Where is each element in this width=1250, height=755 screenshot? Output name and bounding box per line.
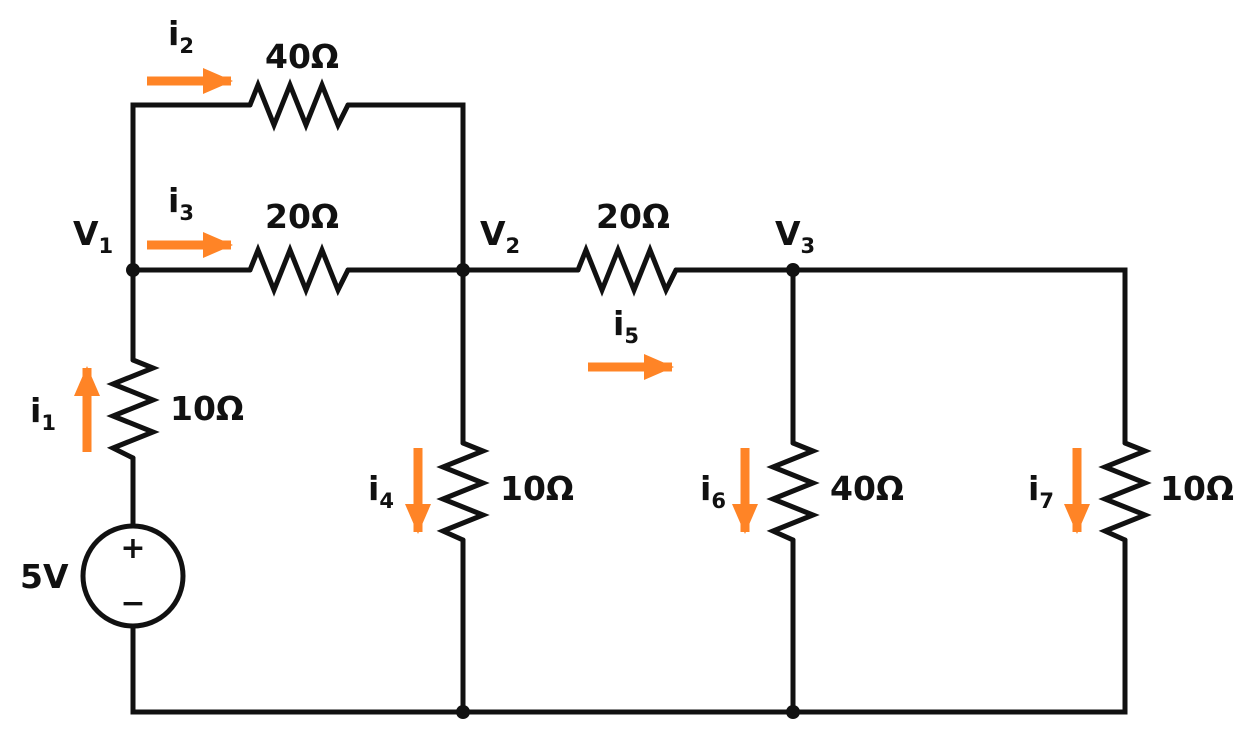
resistor-v2-10 <box>436 440 490 543</box>
wire-source-bottom <box>130 537 1128 715</box>
resistor-label-right-10: 10Ω <box>1160 469 1234 508</box>
junction-v3 <box>786 263 800 277</box>
junction-bottom-v3 <box>786 705 800 719</box>
junctions <box>126 263 800 719</box>
wires <box>130 102 1128 715</box>
resistor-v2v3-20 <box>575 243 679 297</box>
resistors <box>106 78 1152 543</box>
current-arrows <box>74 68 1090 534</box>
resistor-label-v3-40: 40Ω <box>830 469 904 508</box>
resistor-labels: 40Ω 20Ω 20Ω 10Ω 10Ω 40Ω 10Ω <box>170 37 1234 508</box>
current-label-i2: i2 <box>168 14 194 58</box>
resistor-v3-40 <box>766 440 820 543</box>
wire-top-loop-right <box>345 102 466 273</box>
source-voltage-label: 5V <box>20 557 69 596</box>
junction-v2 <box>456 263 470 277</box>
resistor-label-mid-20: 20Ω <box>265 197 339 236</box>
junction-bottom-v2 <box>456 705 470 719</box>
node-label-v1: V1 <box>73 214 113 258</box>
resistor-label-left-10: 10Ω <box>170 389 244 428</box>
node-labels: V1 V2 V3 <box>73 214 815 258</box>
resistor-left-10 <box>106 357 160 461</box>
current-labels: i1 i2 i3 i4 i5 i6 i7 <box>30 14 1054 513</box>
junction-v1 <box>126 263 140 277</box>
wire-v3-right <box>790 267 1128 446</box>
source-circle <box>80 523 186 629</box>
wire-top-loop-left <box>130 102 253 273</box>
node-label-v2: V2 <box>480 214 520 258</box>
source-minus-sign: − <box>120 586 145 621</box>
resistor-label-v2v3-20: 20Ω <box>596 197 670 236</box>
resistor-mid-20 <box>247 243 351 297</box>
current-label-i4: i4 <box>368 469 394 513</box>
resistor-label-v2-10: 10Ω <box>500 469 574 508</box>
node-label-v3: V3 <box>775 214 815 258</box>
current-label-i5: i5 <box>613 304 639 348</box>
source-plus-sign: + <box>120 531 145 566</box>
resistor-top-40 <box>247 78 351 132</box>
current-label-i1: i1 <box>30 391 56 435</box>
voltage-source: + − 5V <box>20 523 186 629</box>
current-label-i7: i7 <box>1028 469 1054 513</box>
current-label-i3: i3 <box>168 181 194 225</box>
current-label-i6: i6 <box>700 469 726 513</box>
resistor-right-10 <box>1098 440 1152 543</box>
resistor-label-top-40: 40Ω <box>265 37 339 76</box>
